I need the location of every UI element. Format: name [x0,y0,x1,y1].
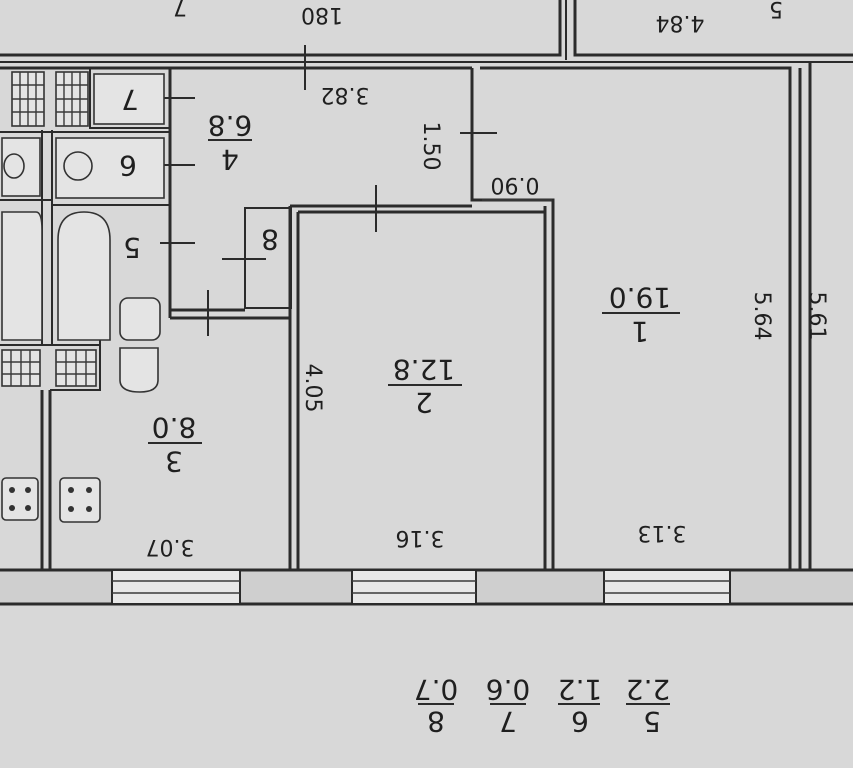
room-7-number: 7 [121,83,139,116]
dim-3-13: 3.13 [638,520,687,545]
vent-grille-1 [11,71,45,127]
vent-grille-2 [55,71,89,127]
table-area-8: 0.7 [414,673,459,706]
top-mark-5: 5 [769,0,783,21]
top-mark-180: 180 [301,2,343,27]
top-mark-7: 7 [173,0,187,19]
room-6-number: 6 [119,149,137,182]
bathtub-right [57,211,111,341]
door-marks [160,45,552,336]
table-area-5: 2.2 [626,673,671,706]
dim-3-07: 3.07 [146,534,195,559]
room-5-number: 5 [123,231,141,264]
labels: 180 4.84 7 5 19.0 1 12.8 2 8.0 3 6.8 4 5… [119,0,829,738]
fixtures [1,71,165,523]
apartment-walls [0,62,853,606]
dim-0-90: 0.90 [491,172,540,197]
bathroom-sink [119,297,161,393]
dim-5-61: 5.61 [804,292,829,341]
window-room-2 [351,569,477,605]
vent-grille-3 [1,349,41,387]
wc-cabinet [93,73,165,125]
table-number-8: 8 [427,705,445,738]
room-4-number: 4 [221,143,239,176]
vent-grille-4 [55,349,97,387]
dim-5-64: 5.64 [749,292,774,341]
stove-left [1,477,39,521]
table-area-7: 0.6 [486,673,531,706]
room-4-area: 6.8 [208,109,253,142]
dim-3-16: 3.16 [396,525,445,550]
dim-1-50: 1.50 [418,122,443,171]
table-number-7: 7 [499,705,517,738]
room-1-area: 19.0 [609,281,671,314]
room-8-number: 8 [261,223,279,256]
room-3-number: 3 [165,445,183,478]
toilet-left [1,137,41,197]
top-mark-484: 4.84 [656,10,705,35]
table-number-5: 5 [643,705,661,738]
table-number-6: 6 [571,705,589,738]
area-fraction-bars [148,139,680,705]
room-2-area: 12.8 [393,353,455,386]
room-2-number: 2 [415,386,433,419]
dim-3-82: 3.82 [321,82,370,107]
window-kitchen [111,569,241,605]
window-room-1 [603,569,731,605]
toilet-right [55,137,165,199]
top-neighbor-walls [0,0,853,63]
bathtub-left [1,211,43,341]
dim-4-05: 4.05 [300,364,325,413]
stove-right [59,477,101,523]
room-1-number: 1 [631,315,649,348]
room-3-area: 8.0 [152,411,197,444]
table-area-6: 1.2 [558,673,603,706]
